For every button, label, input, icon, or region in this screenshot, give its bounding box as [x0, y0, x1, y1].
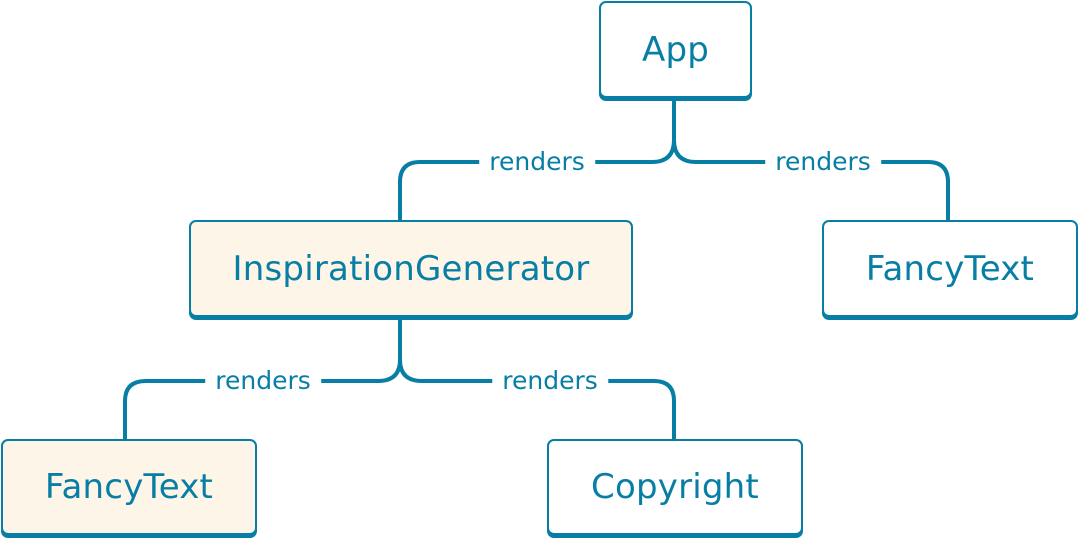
edge-label-inspiration-generator-copyright: renders [492, 366, 608, 396]
node-fancytext-right: FancyText [822, 220, 1078, 317]
node-inspiration-generator: InspirationGenerator [189, 220, 633, 317]
connector-inspiration-generator-to-fancytext-left [123, 379, 380, 441]
connector-app-to-fancytext-right [672, 138, 950, 222]
node-app: App [599, 1, 752, 98]
connector-inspiration-generator-to-copyright [398, 358, 676, 441]
edge-label-app-fancytext: renders [765, 147, 881, 177]
edge-label-app-inspiration-generator: renders [479, 147, 595, 177]
edge-label-inspiration-generator-fancytext: renders [205, 366, 321, 396]
connector-inspiration-generator-trunk [376, 318, 402, 383]
connector-app-trunk [650, 100, 676, 164]
connector-app-to-inspiration-generator [398, 160, 654, 222]
node-fancytext-left: FancyText [1, 439, 257, 535]
node-copyright: Copyright [547, 439, 803, 535]
